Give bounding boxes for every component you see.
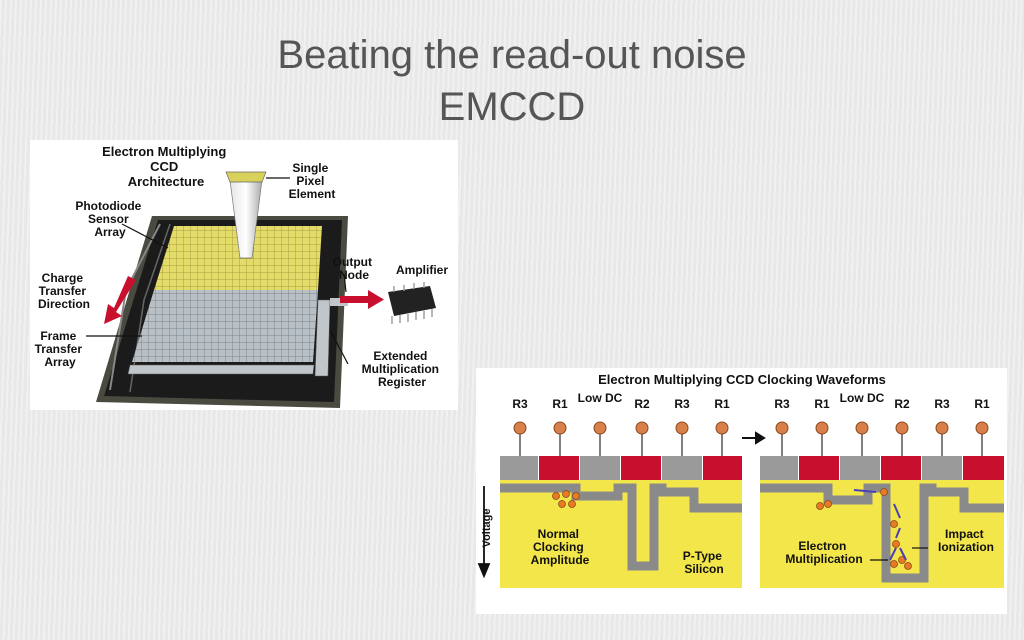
single-pixel-label: Single Pixel Element [289, 161, 336, 201]
phase-label: R2 [894, 397, 910, 411]
frame-transfer-array [132, 290, 318, 362]
right-electrons [816, 488, 912, 570]
clocking-waveforms-diagram: Electron Multiplying CCD Clocking Wavefo… [476, 368, 1007, 614]
charge-transfer-arrow [104, 276, 136, 324]
impact-ionization-label: Impact Ionization [938, 527, 994, 554]
slide-subtitle: EMCCD [438, 85, 586, 129]
serial-register [127, 364, 315, 375]
left-contact-beads [513, 421, 729, 435]
ptype-label: P-Type Silicon [683, 549, 725, 576]
right-electrodes [760, 456, 1004, 480]
amplifier-chip [388, 282, 436, 324]
arch-heading: Electron Multiplying CCD Architecture [102, 144, 230, 189]
photodiode-label: Photodiode Sensor Array [75, 199, 144, 239]
slide-title: Beating the read-out noise [277, 33, 747, 77]
phase-label: R1 [814, 397, 830, 411]
phase-label: R3 [512, 397, 528, 411]
phase-label: R3 [774, 397, 790, 411]
normal-clocking-cell [500, 456, 742, 588]
architecture-diagram: Electron Multiplying CCD Architecture Si… [30, 140, 458, 410]
waveforms-svg: Electron Multiplying CCD Clocking Wavefo… [477, 372, 1004, 588]
electron-multiplication-label: Electron Multiplication [785, 539, 862, 566]
charge-transfer-label: Charge Transfer Direction [38, 271, 90, 311]
photodiode-sensor-array [154, 226, 322, 290]
frame-transfer-label: Frame Transfer Array [35, 329, 86, 369]
output-node-label: Output Node [333, 255, 376, 282]
phase-label: R1 [974, 397, 990, 411]
phase-label: Low DC [578, 391, 623, 405]
amplifier-label: Amplifier [396, 263, 448, 277]
left-contacts [519, 432, 723, 456]
transition-arrow [742, 431, 766, 445]
left-electrodes [500, 456, 742, 480]
phase-label: R3 [934, 397, 950, 411]
phase-label: R1 [552, 397, 568, 411]
normal-clocking-label: Normal Clocking Amplitude [531, 527, 590, 567]
right-contact-beads [775, 421, 989, 435]
multiplication-arrows [853, 489, 907, 561]
phase-labels-left: R3 R1 Low DC R2 R3 R1 [512, 391, 730, 411]
electron-multiplication-cell [760, 456, 1004, 588]
right-contacts [781, 432, 983, 456]
phase-label: R1 [714, 397, 730, 411]
output-node-arrow [340, 296, 370, 303]
phase-labels-right: R3 R1 Low DC R2 R3 R1 [774, 391, 990, 411]
voltage-axis [477, 486, 491, 579]
phase-label: R2 [634, 397, 650, 411]
left-electrons [552, 490, 580, 508]
phase-label: R3 [674, 397, 690, 411]
register-label: Extended Multiplication Register [362, 349, 443, 389]
voltage-label: Voltage [481, 509, 493, 548]
architecture-svg: Electron Multiplying CCD Architecture Si… [35, 144, 448, 408]
multiplication-register [314, 299, 331, 377]
phase-label: Low DC [840, 391, 885, 405]
waveforms-heading: Electron Multiplying CCD Clocking Wavefo… [598, 372, 886, 387]
single-pixel-top [225, 171, 267, 183]
